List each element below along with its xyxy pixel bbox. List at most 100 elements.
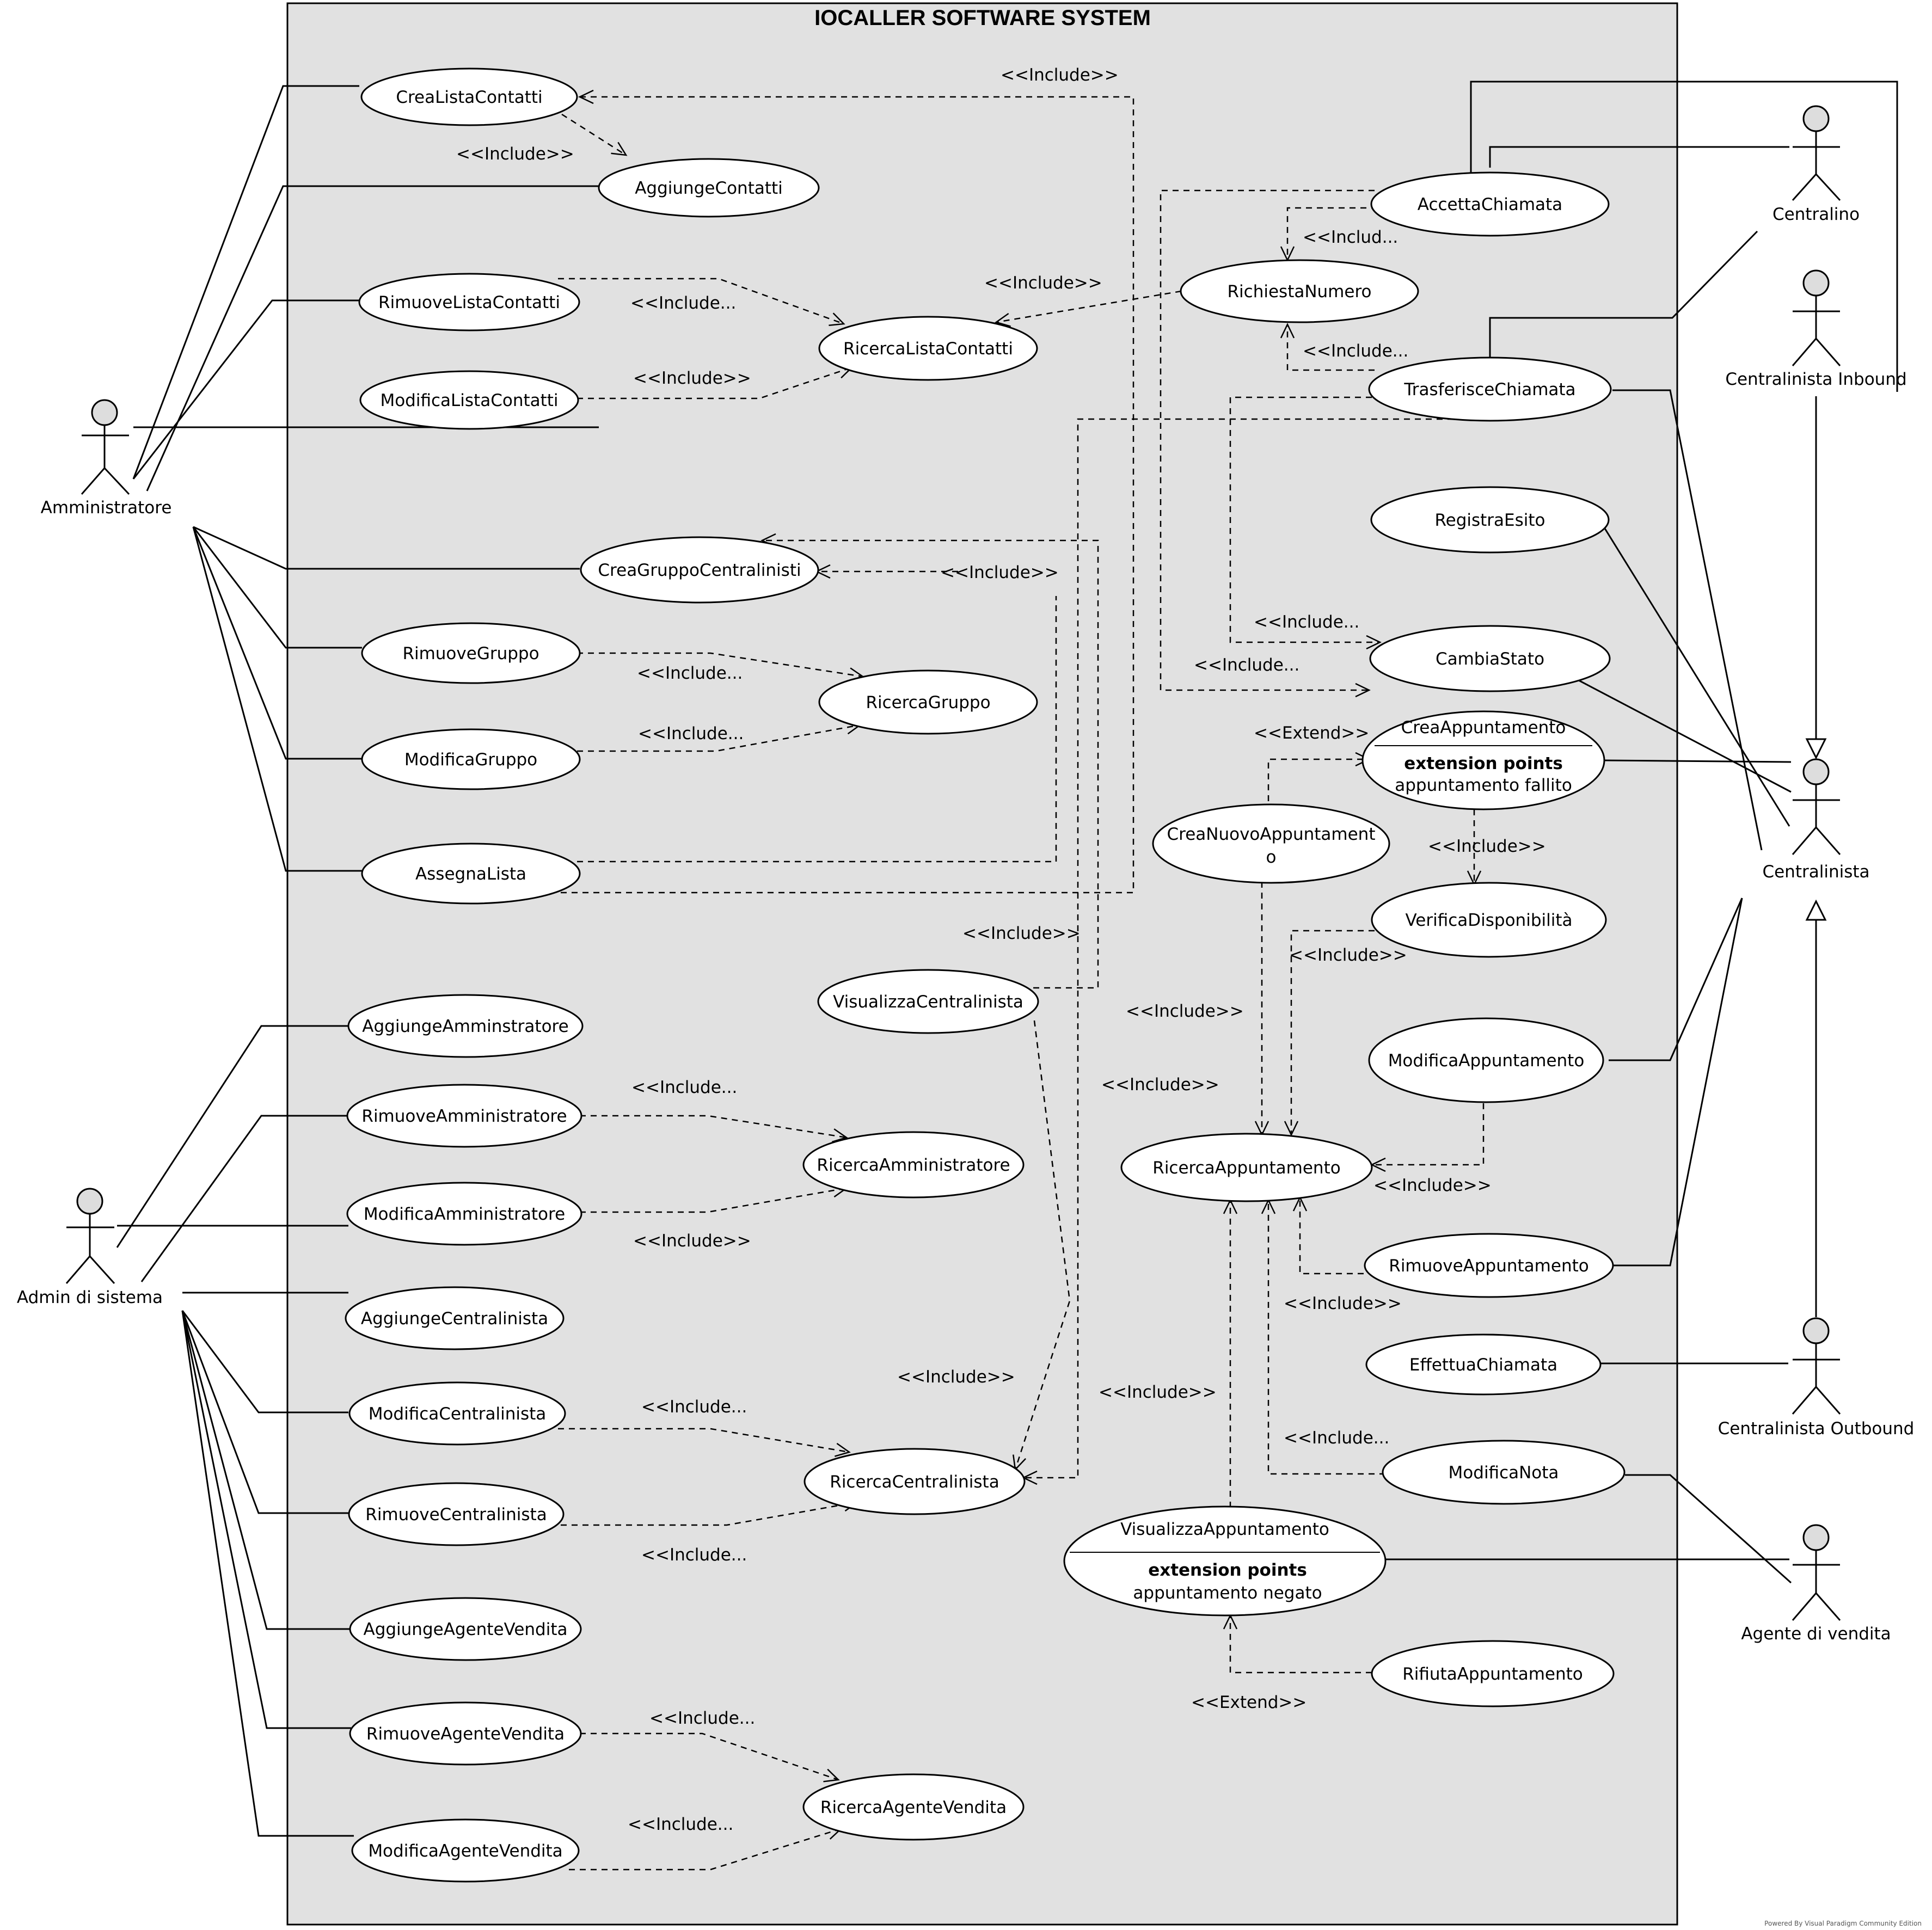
usecase-label: o: [1266, 847, 1277, 867]
usecase-modifica-centralinista[interactable]: ModificaCentralinista: [348, 1381, 566, 1446]
usecase-label: RimuoveAppuntamento: [1389, 1256, 1588, 1276]
usecase-verifica-disponibilita[interactable]: VerificaDisponibilità: [1371, 882, 1607, 958]
usecase-label: RicercaAmministratore: [817, 1155, 1010, 1175]
usecase-label: ModificaAmministratore: [364, 1204, 565, 1224]
usecase-modifica-agente-vendita[interactable]: ModificaAgenteVendita: [351, 1818, 580, 1883]
include-label: <<Include...: [630, 293, 736, 313]
usecase-label: RimuoveListaContatti: [378, 293, 560, 312]
usecase-label: RicercaCentralinista: [830, 1472, 999, 1492]
include-label: <<Include...: [637, 663, 743, 683]
usecase-rimuove-agente-vendita[interactable]: RimuoveAgenteVendita: [349, 1701, 582, 1766]
usecase-label: ModificaListaContatti: [380, 391, 558, 410]
include-label: <<Include>>: [1373, 1176, 1492, 1195]
usecase-registra-esito[interactable]: RegistraEsito: [1370, 486, 1610, 554]
usecase-assegna-lista[interactable]: AssegnaLista: [361, 843, 581, 905]
usecase-ricerca-centralinista[interactable]: RicercaCentralinista: [804, 1448, 1026, 1515]
actor-centralino[interactable]: Centralino: [1772, 105, 1860, 224]
usecase-label: RimuoveCentralinista: [365, 1505, 547, 1525]
include-label: <<Includ...: [1303, 228, 1398, 247]
actor-centralinista[interactable]: Centralinista: [1762, 758, 1870, 882]
usecase-modifica-lista-contatti[interactable]: ModificaListaContatti: [359, 370, 579, 430]
actor-admin-di-sistema[interactable]: Admin di sistema: [17, 1188, 163, 1307]
usecase-label: VisualizzaCentralinista: [833, 992, 1023, 1012]
include-label: <<Include>>: [897, 1367, 1015, 1387]
extend-label: <<Extend>>: [1191, 1693, 1307, 1712]
include-label: <<Include>>: [1428, 837, 1546, 856]
usecase-ricerca-lista-contatti[interactable]: RicercaListaContatti: [818, 316, 1038, 381]
actor-label: Amministratore: [41, 498, 172, 518]
include-label: <<Include>>: [1099, 1382, 1217, 1402]
usecase-label: ModificaAppuntamento: [1388, 1051, 1585, 1071]
usecase-label: TrasferisceChiamata: [1403, 380, 1575, 399]
usecase-modifica-appuntamento[interactable]: ModificaAppuntamento: [1368, 1017, 1604, 1103]
actor-centralinista-outbound[interactable]: Centralinista Outbound: [1718, 1317, 1915, 1439]
usecase-modifica-nota[interactable]: ModificaNota: [1382, 1440, 1626, 1505]
usecase-label: CreaNuovoAppuntament: [1167, 825, 1376, 844]
usecase-label: AccettaChiamata: [1418, 195, 1562, 214]
usecase-ricerca-appuntamento[interactable]: RicercaAppuntamento: [1120, 1133, 1373, 1202]
usecase-rifiuta-appuntamento[interactable]: RifiutaAppuntamento: [1371, 1640, 1615, 1707]
usecase-ricerca-agente-vendita[interactable]: RicercaAgenteVendita: [802, 1773, 1025, 1841]
usecase-rimuove-lista-contatti[interactable]: RimuoveListaContatti: [358, 273, 580, 331]
usecase-visualizza-centralinista[interactable]: VisualizzaCentralinista: [817, 969, 1039, 1034]
usecase-label: CreaAppuntamento: [1401, 718, 1566, 737]
include-label: <<Include...: [631, 1078, 737, 1097]
usecase-rimuove-appuntamento[interactable]: RimuoveAppuntamento: [1364, 1233, 1614, 1298]
actor-centralinista-inbound[interactable]: Centralinista Inbound: [1725, 269, 1907, 389]
include-label: <<Include>>: [1101, 1075, 1219, 1095]
usecase-effettua-chiamata[interactable]: EffettuaChiamata: [1365, 1333, 1602, 1396]
usecase-label: RicercaAgenteVendita: [820, 1798, 1007, 1817]
stereotype-labels: <<Include>> <<Include>> <<Include>> <<In…: [456, 65, 1546, 1834]
footer-credit: Powered By Visual Paradigm Community Edi…: [1764, 1920, 1922, 1927]
usecase-label: ModificaNota: [1449, 1463, 1559, 1483]
associations: [116, 81, 1898, 1837]
actor-amministratore[interactable]: Amministratore: [41, 399, 172, 518]
usecase-label: RimuoveAmministratore: [361, 1107, 567, 1126]
actor-label: Centralinista: [1762, 862, 1869, 882]
usecase-label: CreaGruppoCentralinisti: [598, 561, 801, 580]
usecase-ricerca-gruppo[interactable]: RicercaGruppo: [818, 669, 1038, 735]
include-label: <<Include>>: [633, 368, 751, 388]
usecase-aggiunge-centralinista[interactable]: AggiungeCentralinista: [345, 1286, 565, 1350]
usecase-trasferisce-chiamata[interactable]: TrasferisceChiamata: [1368, 357, 1612, 422]
extension-point: appuntamento negato: [1133, 1583, 1322, 1603]
usecase-accetta-chiamata[interactable]: AccettaChiamata: [1370, 171, 1610, 237]
usecase-aggiunge-amministratore[interactable]: AggiungeAmminstratore: [347, 994, 584, 1058]
usecase-rimuove-gruppo[interactable]: RimuoveGruppo: [361, 622, 581, 684]
usecase-label: AssegnaLista: [415, 864, 526, 884]
usecase-rimuove-centralinista[interactable]: RimuoveCentralinista: [348, 1482, 565, 1546]
actor-label: Centralino: [1772, 205, 1860, 224]
usecase-ricerca-amministratore[interactable]: RicercaAmministratore: [802, 1131, 1025, 1198]
usecase-crea-appuntamento[interactable]: CreaAppuntamento extension points appunt…: [1361, 710, 1605, 810]
system-title: IOCALLER SOFTWARE SYSTEM: [814, 6, 1151, 30]
include-label: <<Include>>: [962, 924, 1081, 943]
usecase-visualizza-appuntamento[interactable]: VisualizzaAppuntamento extension points …: [1063, 1505, 1387, 1616]
include-label: <<Include...: [641, 1545, 747, 1565]
usecase-label: CreaListaContatti: [396, 88, 542, 107]
usecase-rimuove-amministratore[interactable]: RimuoveAmministratore: [346, 1084, 582, 1148]
usecase-aggiunge-agente-vendita[interactable]: AggiungeAgenteVendita: [349, 1597, 582, 1661]
usecase-label: ModificaGruppo: [404, 750, 537, 770]
include-label: <<Include...: [1254, 612, 1359, 632]
usecase-label: RegistraEsito: [1434, 511, 1545, 530]
usecase-crea-gruppo-centralinisti[interactable]: CreaGruppoCentralinisti: [580, 536, 819, 604]
dependencies: [558, 89, 1485, 1871]
include-label: <<Include...: [628, 1815, 733, 1834]
usecase-label: RimuoveAgenteVendita: [366, 1724, 565, 1744]
usecase-modifica-amministratore[interactable]: ModificaAmministratore: [346, 1182, 582, 1246]
actor-agente-di-vendita[interactable]: Agente di vendita: [1741, 1524, 1891, 1644]
usecase-label: AggiungeAgenteVendita: [363, 1620, 567, 1639]
usecase-cambia-stato[interactable]: CambiaStato: [1369, 625, 1611, 692]
usecase-label: RichiestaNumero: [1228, 282, 1372, 302]
usecase-richiesta-numero[interactable]: RichiestaNumero: [1180, 259, 1419, 323]
usecase-label: EffettuaChiamata: [1409, 1355, 1557, 1375]
include-label: <<Include...: [638, 724, 744, 743]
include-label: <<Include>>: [941, 563, 1059, 582]
usecase-aggiunge-contatti[interactable]: AggiungeContatti: [598, 158, 820, 218]
usecase-crea-nuovo-appuntamento[interactable]: CreaNuovoAppuntament o: [1152, 803, 1390, 884]
use-cases: CreaListaContatti AggiungeContatti Rimuo…: [345, 67, 1626, 1883]
include-label: <<Include>>: [1126, 1001, 1244, 1021]
usecase-modifica-gruppo[interactable]: ModificaGruppo: [361, 728, 581, 790]
include-label: <<Include>>: [1001, 65, 1119, 85]
usecase-crea-lista-contatti[interactable]: CreaListaContatti: [360, 67, 578, 126]
